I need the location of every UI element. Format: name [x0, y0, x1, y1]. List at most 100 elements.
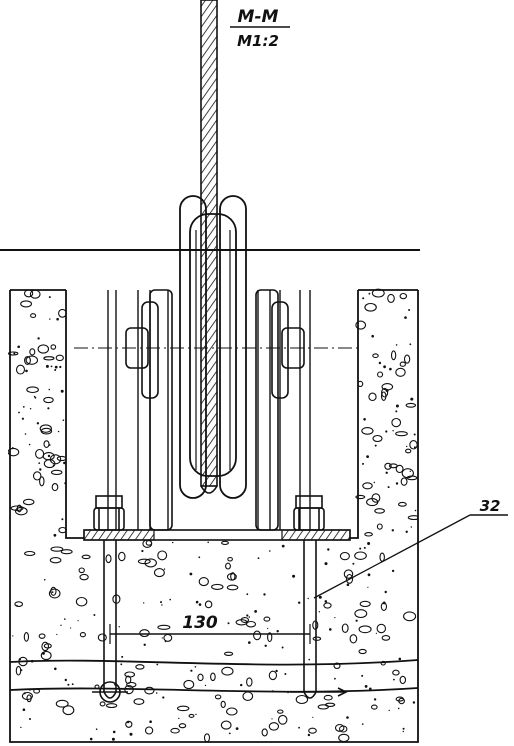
concrete-speck: [392, 669, 400, 676]
concrete-speck: [254, 610, 257, 613]
concrete-speck: [384, 462, 392, 470]
concrete-speck: [263, 593, 266, 596]
concrete-speck: [63, 461, 66, 465]
concrete-speck: [111, 737, 115, 741]
concrete-speck: [399, 675, 407, 685]
concrete-speck: [40, 650, 52, 661]
concrete-speck: [361, 723, 364, 725]
concrete-speck: [276, 630, 279, 633]
concrete-speck: [189, 572, 193, 576]
concrete-speck: [226, 707, 238, 716]
concrete-speck: [56, 633, 58, 636]
concrete-speck: [405, 448, 412, 454]
concrete-speck: [295, 694, 309, 705]
concrete-speck: [226, 584, 239, 591]
concrete-speck: [126, 681, 137, 688]
concrete-speck: [312, 636, 322, 641]
concrete-speck: [403, 354, 411, 364]
concrete-speck: [60, 549, 73, 555]
concrete-speck: [47, 454, 51, 458]
section-label: M-M: [238, 7, 279, 27]
concrete-speck: [50, 546, 64, 552]
concrete-speck: [372, 434, 383, 443]
concrete-speck: [409, 343, 412, 346]
concrete-speck: [89, 737, 93, 741]
concrete-speck: [14, 506, 28, 516]
concrete-speck: [412, 701, 416, 704]
concrete-speck: [395, 404, 399, 408]
concrete-speck: [401, 468, 414, 479]
concrete-speck: [324, 562, 328, 566]
concrete-speck: [390, 350, 397, 361]
concrete-speck: [364, 302, 377, 312]
concrete-speck: [230, 572, 233, 575]
concrete-speck: [369, 687, 372, 691]
concrete-speck: [395, 696, 405, 702]
concrete-speck: [405, 402, 417, 408]
concrete-speck: [318, 611, 321, 613]
concrete-speck: [246, 593, 249, 596]
concrete-speck: [61, 518, 64, 521]
concrete-speck: [190, 669, 193, 672]
concrete-speck: [381, 387, 389, 398]
concrete-speck: [354, 551, 367, 560]
concrete-speck: [307, 597, 309, 600]
concrete-speck: [25, 369, 28, 373]
concrete-speck: [50, 469, 63, 476]
concrete-speck: [12, 635, 14, 637]
concrete-speck: [221, 540, 229, 546]
concrete-speck: [36, 422, 40, 425]
concrete-speck: [197, 673, 204, 682]
concrete-speck: [48, 388, 51, 391]
concrete-speck: [374, 444, 377, 447]
concrete-speck: [400, 477, 408, 486]
concrete-speck: [395, 367, 406, 377]
concrete-speck: [50, 586, 57, 596]
concrete-speck: [8, 351, 19, 356]
concrete-speck: [334, 677, 336, 680]
concrete-speck: [364, 685, 368, 688]
concrete-speck: [22, 708, 26, 711]
concrete-speck: [298, 601, 301, 604]
concrete-speck: [389, 367, 392, 371]
concrete-speck: [324, 702, 336, 707]
concrete-speck: [45, 364, 49, 368]
concrete-speck: [240, 683, 243, 687]
concrete-speck: [144, 726, 154, 735]
concrete-speck: [376, 523, 383, 530]
concrete-speck: [118, 551, 126, 562]
concrete-speck: [207, 541, 209, 544]
concrete-speck: [79, 632, 86, 638]
concrete-speck: [368, 392, 377, 402]
concrete-speck: [341, 623, 349, 633]
concrete-speck: [29, 718, 31, 720]
concrete-speck: [269, 550, 271, 552]
concrete-speck: [135, 664, 145, 670]
concrete-speck: [281, 544, 285, 548]
concrete-speck: [43, 578, 46, 581]
concrete-speck: [43, 440, 50, 448]
concrete-speck: [189, 627, 191, 629]
concrete-speck: [53, 533, 57, 537]
concrete-speck: [281, 646, 284, 649]
concrete-speck: [197, 615, 200, 618]
concrete-speck: [195, 713, 197, 716]
concrete-speck: [169, 598, 171, 601]
callout-label: 32: [480, 497, 501, 515]
concrete-speck: [277, 709, 284, 714]
concrete-speck: [410, 526, 412, 528]
concrete-speck: [139, 629, 150, 638]
concrete-speck: [403, 611, 417, 622]
concrete-speck: [384, 590, 387, 594]
concrete-speck: [67, 683, 70, 686]
concrete-speck: [327, 548, 330, 551]
concrete-speck: [223, 651, 234, 656]
concrete-speck: [395, 431, 408, 437]
concrete-speck: [203, 733, 211, 743]
concrete-speck: [121, 655, 124, 658]
concrete-speck: [210, 672, 216, 682]
concrete-speck: [55, 354, 64, 362]
concrete-speck: [368, 292, 371, 295]
concrete-speck: [163, 633, 173, 642]
